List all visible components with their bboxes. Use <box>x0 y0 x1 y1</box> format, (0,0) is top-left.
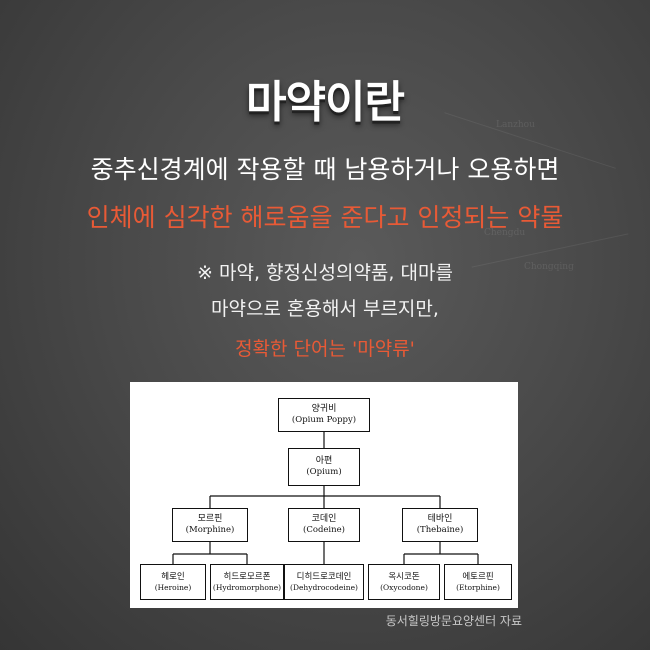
node-label-ko: 에토르핀 <box>462 572 494 582</box>
node-oxycodone: 옥시코돈 (Oxycodone) <box>368 564 440 600</box>
node-label-ko: 양귀비 <box>311 404 337 415</box>
node-opium-poppy: 양귀비 (Opium Poppy) <box>278 398 370 432</box>
node-thebaine: 테바인 (Thebaine) <box>402 508 478 542</box>
page-title: 마약이란 <box>246 77 405 128</box>
node-label-ko: 모르핀 <box>197 514 223 525</box>
map-label: Chongqing <box>524 262 574 272</box>
node-hydromorphone: 히드로모르폰 (Hydromorphone) <box>210 564 284 600</box>
node-label-ko: 옥시코돈 <box>388 572 420 582</box>
definition-line-1: 중추신경계에 작용할 때 남용하거나 오용하면 <box>90 155 560 184</box>
node-label-en: (Opium Poppy) <box>291 415 357 426</box>
node-label-ko: 코데인 <box>311 514 337 525</box>
definition-line-2: 인체에 심각한 해로움을 준다고 인정되는 약물 <box>86 203 564 232</box>
node-label-en: (Hydromorphone) <box>212 582 282 592</box>
node-label-ko: 테바인 <box>427 514 453 525</box>
node-label-ko: 디히드로코데인 <box>296 572 352 582</box>
node-label-en: (Opium) <box>306 467 342 478</box>
node-codeine: 코데인 (Codeine) <box>288 508 360 542</box>
note-line-3: 정확한 단어는 '마약류' <box>235 338 415 360</box>
node-label-en: (Heroine) <box>154 582 192 592</box>
node-label-en: (Codeine) <box>303 525 345 536</box>
node-label-en: (Oxycodone) <box>380 582 428 592</box>
node-morphine: 모르핀 (Morphine) <box>172 508 248 542</box>
node-label-en: (Etorphine) <box>456 582 500 592</box>
node-opium: 아편 (Opium) <box>288 448 360 486</box>
node-dehydrocodeine: 디히드로코데인 (Dehydrocodeine) <box>284 564 364 600</box>
opium-derivatives-diagram: 양귀비 (Opium Poppy) 아편 (Opium) 모르핀 (Morphi… <box>130 382 518 608</box>
node-label-ko: 아편 <box>315 456 333 467</box>
diagram-connectors <box>172 432 479 564</box>
node-label-en: (Morphine) <box>185 525 235 536</box>
map-label: Chengdu <box>484 228 526 238</box>
node-etorphine: 에토르핀 (Etorphine) <box>444 564 512 600</box>
note-line-1: ※ 마약, 향정신성의약품, 대마를 <box>197 262 453 284</box>
node-heroine: 헤로인 (Heroine) <box>140 564 206 600</box>
source-credit: 동서힐링방문요양센터 자료 <box>385 614 522 628</box>
note-line-2: 마약으로 혼용해서 부르지만, <box>211 298 439 320</box>
node-label-en: (Dehydrocodeine) <box>290 582 358 592</box>
map-label: Lanzhou <box>496 120 535 130</box>
node-label-ko: 헤로인 <box>161 572 185 582</box>
node-label-en: (Thebaine) <box>416 525 464 536</box>
node-label-ko: 히드로모르폰 <box>223 572 271 582</box>
